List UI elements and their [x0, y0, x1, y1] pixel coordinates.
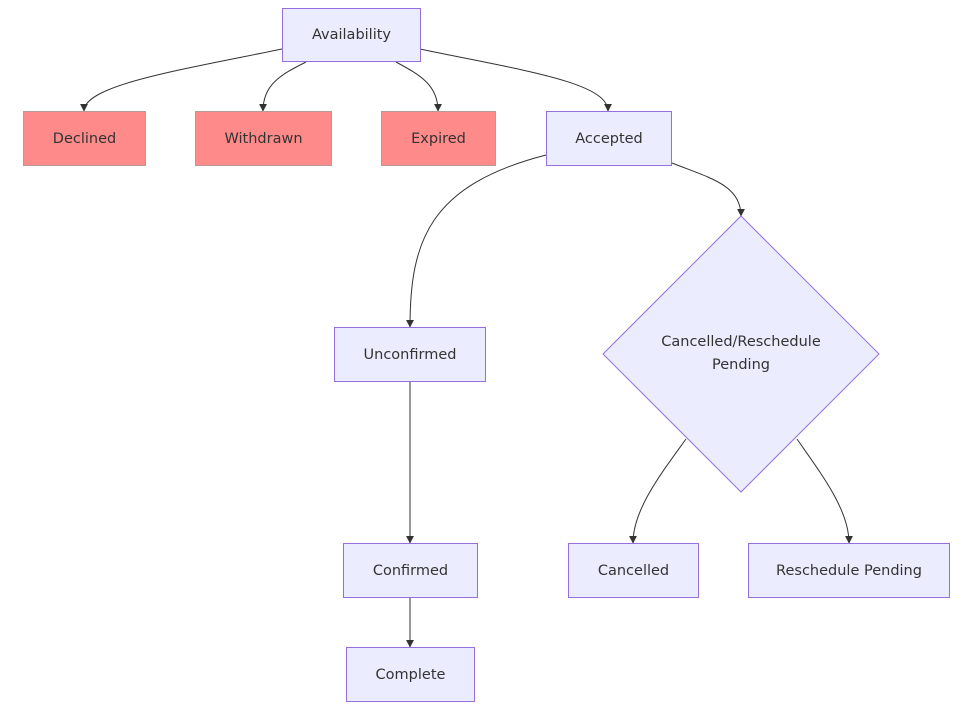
- node-complete: Complete: [346, 647, 475, 702]
- node-withdrawn: Withdrawn: [195, 111, 332, 166]
- node-reschedule-pending: Reschedule Pending: [748, 543, 950, 598]
- edge-accepted-cancelled-reschedule: [671, 162, 745, 217]
- node-accepted: Accepted: [546, 111, 672, 166]
- node-confirmed: Confirmed: [343, 543, 478, 598]
- edge-availability-expired: [395, 61, 442, 112]
- edge-availability-accepted: [419, 48, 612, 112]
- edge-decision-cancelled: [629, 438, 687, 544]
- node-availability: Availability: [282, 8, 421, 62]
- node-cancelled: Cancelled: [568, 543, 699, 598]
- edge-decision-reschedule: [796, 438, 853, 544]
- node-unconfirmed: Unconfirmed: [334, 327, 486, 382]
- edge-availability-withdrawn: [259, 61, 307, 112]
- edge-availability-declined: [80, 48, 283, 112]
- node-expired: Expired: [381, 111, 496, 166]
- node-cancelled-reschedule-pending: Cancelled/Reschedule Pending: [661, 334, 821, 373]
- cancelled-reschedule-pending-diamond: [602, 215, 880, 493]
- edge-accepted-unconfirmed: [406, 154, 547, 328]
- node-declined: Declined: [23, 111, 146, 166]
